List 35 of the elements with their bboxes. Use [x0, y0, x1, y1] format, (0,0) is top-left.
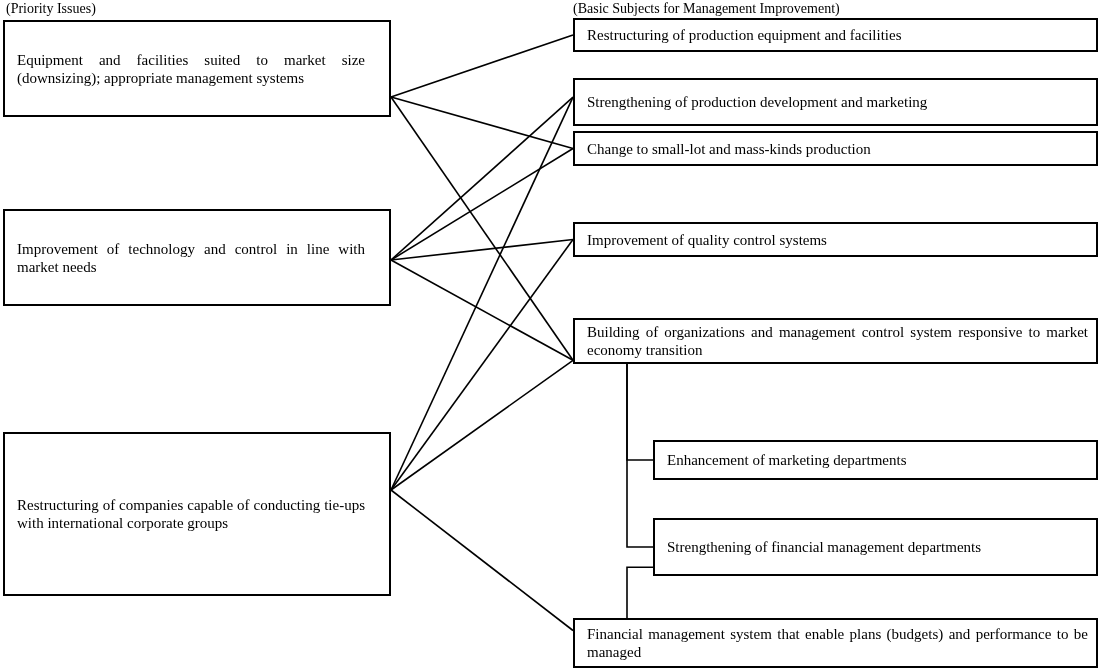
connector-line	[390, 96, 574, 362]
text-box	[573, 318, 1098, 364]
text-box	[653, 518, 1098, 576]
text-box	[573, 618, 1098, 668]
connector-line	[390, 238, 574, 261]
box-text: Improvement of technology and control in line with market needs	[17, 239, 365, 276]
connector-line	[390, 259, 574, 362]
text-box	[3, 209, 391, 306]
connector-line	[390, 96, 574, 261]
connector-line	[390, 489, 574, 632]
text-box	[573, 131, 1098, 166]
connector-line	[390, 359, 574, 491]
box-text: Strengthening of financial management departments	[667, 538, 983, 556]
text-box	[573, 78, 1098, 126]
box-text: Improvement of quality control systems	[587, 230, 828, 249]
text-box	[3, 20, 391, 117]
connector-line	[390, 147, 574, 261]
box-text: Restructuring of companies capable of conducting tie-ups with international corporate groups	[17, 496, 365, 532]
connector-line	[626, 363, 654, 548]
connector-line	[390, 238, 574, 491]
box-text: Restructuring of production equipment and facilities	[587, 26, 903, 44]
connector-line	[390, 96, 574, 150]
text-box	[3, 432, 391, 596]
box-text: Enhancement of marketing departments	[667, 451, 908, 469]
column-heading: (Priority Issues)	[6, 0, 96, 18]
box-text: Change to small-lot and mass-kinds production	[587, 139, 872, 158]
connector-line	[626, 566, 654, 619]
box-text: Strengthening of production development and marketing	[587, 93, 929, 111]
box-text: Building of organizations and management control system responsive to market economy transition	[587, 323, 1088, 359]
text-box	[573, 222, 1098, 257]
text-box	[653, 440, 1098, 480]
connector-line	[390, 34, 574, 98]
text-box	[573, 18, 1098, 52]
box-text: Financial management system that enable plans (budgets) and performance to be managed	[587, 625, 1088, 661]
box-text: Equipment and facilities suited to market size (downsizing); appropriate management systems	[17, 50, 365, 87]
